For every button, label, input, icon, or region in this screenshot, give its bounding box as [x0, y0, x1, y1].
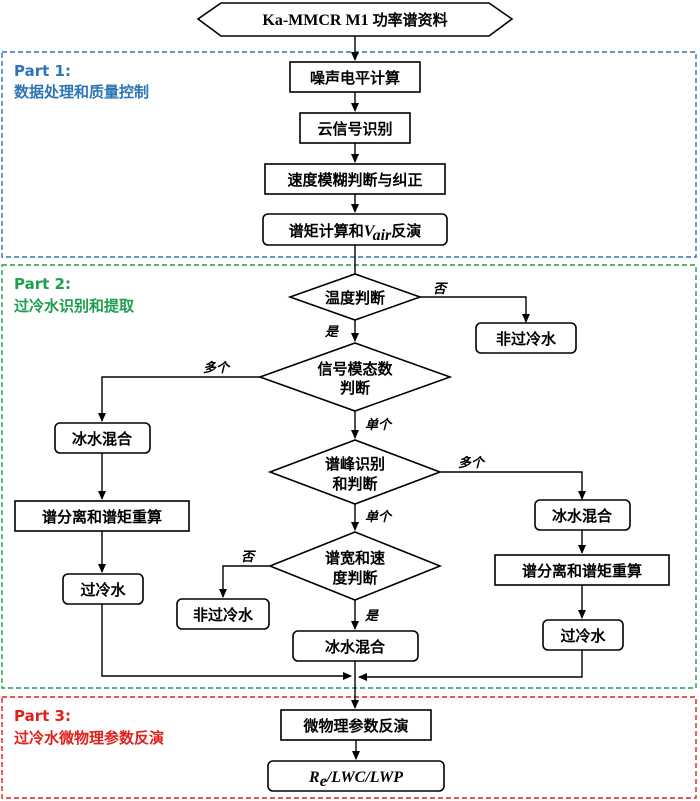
arrow-width-no	[219, 565, 270, 598]
edge-label-multi: 多个	[203, 360, 231, 376]
svg-text:判断: 判断	[340, 379, 370, 397]
svg-text:冰水混合: 冰水混合	[72, 430, 133, 448]
node-non-supercooled-1: 非过冷水	[475, 322, 577, 354]
edge-label-yes: 是	[324, 325, 339, 340]
svg-text:谱矩计算和Vair反演: 谱矩计算和Vair反演	[289, 222, 422, 244]
svg-text:Re/LWC/LWP: Re/LWC/LWP	[308, 769, 403, 790]
edge-label-multi: 多个	[458, 455, 486, 471]
node-center-ice-water-mixed: 冰水混合	[292, 630, 419, 662]
svg-text:冰水混合: 冰水混合	[552, 507, 613, 525]
decision-spectral-peak: 谱峰识别 和判断	[267, 439, 443, 505]
svg-text:噪声电平计算: 噪声电平计算	[310, 69, 400, 87]
decision-width-velocity: 谱宽和速 度判断	[267, 531, 443, 601]
node-right-ice-water-mixed: 冰水混合	[534, 499, 631, 531]
node-left-spectral-separation: 谱分离和谱矩重算	[14, 500, 190, 532]
svg-text:谱宽和速: 谱宽和速	[325, 549, 385, 567]
part3-frame	[1, 696, 697, 799]
decision-temperature: 温度判断	[287, 273, 423, 321]
arrow-peak-multi	[440, 471, 586, 500]
svg-text:和判断: 和判断	[332, 475, 377, 493]
arrow-temp-no	[420, 296, 530, 323]
svg-text:温度判断: 温度判断	[325, 289, 385, 307]
edge-label-no: 否	[433, 282, 449, 297]
part2-frame	[1, 264, 697, 689]
svg-text:非过冷水: 非过冷水	[496, 330, 557, 348]
start-label: Ka-MMCR M1 功率谱资料	[262, 11, 447, 29]
svg-text:非过冷水: 非过冷水	[193, 606, 254, 624]
part1-subtitle: 数据处理和质量控制	[14, 83, 149, 101]
svg-text:过冷水: 过冷水	[80, 581, 126, 599]
svg-text:信号模态数: 信号模态数	[317, 360, 393, 378]
svg-text:度判断: 度判断	[332, 569, 377, 587]
svg-text:冰水混合: 冰水混合	[325, 638, 386, 656]
svg-text:谱分离和谱矩重算: 谱分离和谱矩重算	[522, 562, 642, 580]
part3-subtitle: 过冷水微物理参数反演	[14, 729, 164, 747]
part2-subtitle: 过冷水识别和提取	[14, 297, 135, 315]
step-noise-level: 噪声电平计算	[289, 61, 421, 93]
svg-text:谱分离和谱矩重算: 谱分离和谱矩重算	[42, 508, 162, 526]
arrow-left-merge	[101, 604, 352, 680]
svg-text:过冷水: 过冷水	[560, 627, 606, 645]
decision-mode-count: 信号模态数 判断	[257, 342, 453, 412]
start-node: Ka-MMCR M1 功率谱资料	[196, 2, 514, 37]
node-right-spectral-separation: 谱分离和谱矩重算	[494, 554, 670, 586]
svg-text:云信号识别: 云信号识别	[317, 120, 392, 138]
part1-frame	[1, 51, 697, 258]
node-left-supercooled-water: 过冷水	[62, 573, 144, 605]
edge-label-single: 单个	[365, 509, 393, 525]
edge-label-yes: 是	[364, 609, 379, 624]
part1-heading: Part 1:	[14, 62, 71, 80]
node-microphysics-retrieval: 微物理参数反演	[280, 709, 432, 741]
step-cloud-signal: 云信号识别	[299, 112, 411, 144]
edge-label-no: 否	[241, 550, 257, 565]
node-output-re-lwc-lwp: Re/LWC/LWP	[267, 760, 445, 792]
svg-text:微物理参数反演: 微物理参数反演	[302, 717, 408, 735]
svg-text:谱峰识别: 谱峰识别	[325, 455, 385, 473]
arrow-mode-multi	[98, 376, 260, 422]
edge-label-single: 单个	[365, 417, 393, 433]
step-moment-vair: 谱矩计算和Vair反演	[262, 213, 448, 246]
arrow-right-merge	[358, 650, 583, 681]
part3-heading: Part 3:	[14, 707, 71, 725]
step-velocity-dealiasing: 速度模糊判断与纠正	[264, 163, 446, 195]
svg-text:速度模糊判断与纠正: 速度模糊判断与纠正	[287, 171, 422, 189]
node-non-supercooled-2: 非过冷水	[176, 598, 270, 630]
node-right-supercooled-water: 过冷水	[542, 619, 624, 651]
part2-heading: Part 2:	[14, 275, 71, 293]
node-left-ice-water-mixed: 冰水混合	[54, 422, 151, 454]
